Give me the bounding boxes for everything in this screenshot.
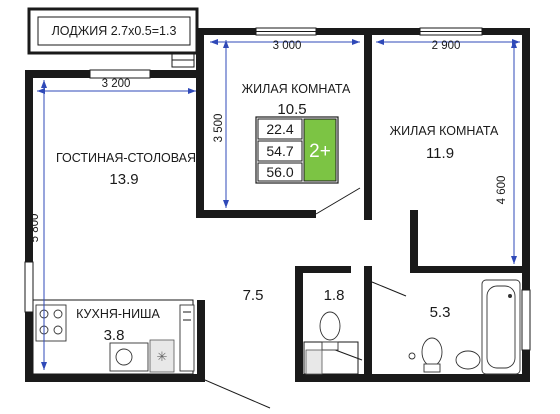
dim-bedroom2-height: 4 600 xyxy=(496,176,508,205)
dim-living-height: 5 800 xyxy=(29,214,41,243)
room-bedroom1-name: ЖИЛАЯ КОМНАТА xyxy=(242,82,351,96)
room-hall-area: 7.5 xyxy=(243,287,264,304)
summary-total-area-with-loggia: 56.0 xyxy=(266,164,293,180)
rooms-badge: 2+ xyxy=(309,141,331,162)
dim-living-width: 3 200 xyxy=(102,78,131,90)
kitchen-fixtures: ✳ xyxy=(32,299,195,375)
area-summary: 22.4 54.7 56.0 2+ xyxy=(255,116,339,184)
loggia: ЛОДЖИЯ 2.7х0.5=1.3 xyxy=(27,7,199,68)
room-living-name: ГОСТИНАЯ-СТОЛОВАЯ xyxy=(56,151,196,165)
dim-bedroom1-width: 3 000 xyxy=(273,40,302,52)
loggia-label: ЛОДЖИЯ 2.7х0.5=1.3 xyxy=(52,24,177,38)
room-kitchen-name: КУХНЯ-НИША xyxy=(76,307,160,321)
bath-fixtures xyxy=(408,279,521,375)
summary-living-area: 22.4 xyxy=(266,121,293,137)
wc-fixtures xyxy=(303,311,359,375)
rooms-badge-background xyxy=(303,118,337,182)
dim-bedroom1-height: 3 500 xyxy=(213,114,225,143)
room-wc-area: 1.8 xyxy=(324,287,345,304)
room-bedroom2-name: ЖИЛАЯ КОМНАТА xyxy=(390,124,499,138)
room-bath-area: 5.3 xyxy=(430,304,451,321)
svg-text:✳: ✳ xyxy=(157,349,168,364)
walls xyxy=(24,27,531,382)
room-bedroom2-area: 11.9 xyxy=(426,145,454,162)
summary-total-area: 54.7 xyxy=(266,143,293,159)
room-kitchen-area: 3.8 xyxy=(104,327,125,344)
room-bedroom1-area: 10.5 xyxy=(277,101,306,118)
room-living-area: 13.9 xyxy=(109,171,138,188)
room-labels: ГОСТИНАЯ-СТОЛОВАЯ 13.9 ЖИЛАЯ КОМНАТА 10.… xyxy=(56,82,499,344)
dim-bedroom2-width: 2 900 xyxy=(432,40,461,52)
dimension-lines: 3 200 5 800 3 000 3 500 2 900 4 600 xyxy=(29,39,520,370)
